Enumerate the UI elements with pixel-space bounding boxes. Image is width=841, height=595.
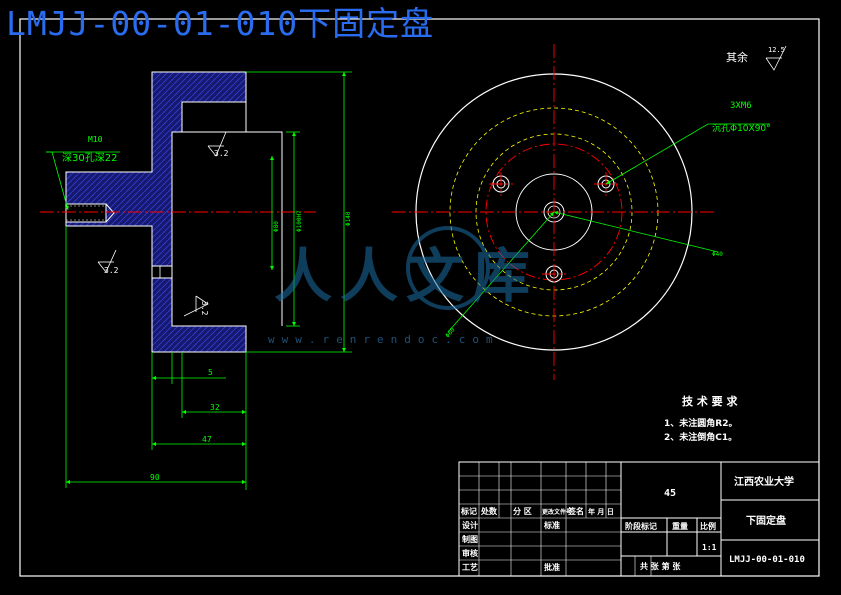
tb-date: 年 月 日 [588,507,614,516]
tech-requirements: 技 术 要 求 1、未注圆角R2。 2、未注倒角C1。 [664,394,738,443]
hole-callout: 3XM6 [730,101,752,111]
dim-dia-80: Φ80 [273,221,280,232]
dim-dia-40: Φ40 [712,251,723,258]
tech-item-1: 1、未注圆角R2。 [664,417,737,429]
watermark-logo-ring [406,226,490,310]
roughness-2: 3.2 [104,266,119,275]
tb-sheets: 共 张 第 张 [640,561,681,571]
tb-check: 审核 [462,548,478,558]
tb-marks: 标记 [460,506,477,516]
tb-part-name: 下固定盘 [746,514,786,527]
counterbore-outline [172,131,283,326]
dim-dia-100: Φ100H7 [296,210,303,232]
tb-ratio-value: 1:1 [702,543,717,552]
rest-roughness [765,45,787,71]
section-dimensions [46,71,352,490]
section-view: M10 深30孔深22 5 32 47 90 Φ80 Φ100H7 Φ140 3… [40,71,352,490]
tb-sign: 签名 [567,506,584,516]
rest-roughness-label: 其余 [726,50,748,64]
tb-drawing-number: LMJJ-00-01-010 [729,555,805,565]
tb-approve: 批准 [544,562,560,572]
tb-zone: 分 区 [513,506,532,516]
hole-leader [605,123,770,185]
tb-doc: 更改文件号 [542,508,572,516]
top-view: 3XM6 沉孔Φ10X90° Φ40 Φ60 其余 12.5 [392,44,787,380]
drawing-title: LMJJ-00-01-010下固定盘 [6,4,435,43]
dim-90: 90 [150,473,160,482]
tb-count: 处数 [480,506,498,516]
rest-roughness-value: 12.5 [768,46,785,54]
roughness-3: 3.2 [200,301,209,316]
tb-stage: 阶段标记 [625,521,657,531]
dim-47: 47 [202,435,212,444]
dim-depth-note: 深30孔深22 [62,152,117,164]
tb-school: 江西农业大学 [734,475,794,488]
tapped-hole [65,203,107,223]
tech-heading: 技 术 要 求 [682,394,738,408]
tb-ratio-label: 比例 [700,521,716,531]
roughness-symbols [97,131,227,317]
tb-draw: 制图 [462,534,478,544]
dia60-leader [447,211,555,333]
dim-32: 32 [210,403,220,412]
tb-standard: 标准 [543,520,560,530]
watermark-url: www.renrendoc.com [268,333,500,346]
watermark-text: 人人文库 [274,242,538,310]
dim-5: 5 [208,368,213,377]
dim-dia-140: Φ140 [345,211,352,226]
tb-design: 设计 [462,520,478,530]
title-block: 标记 处数 分 区 更改文件号 签名 年 月 日 设计 制图 审核 工艺 标准 … [458,461,820,577]
tech-item-2: 2、未注倒角C1。 [664,431,737,443]
dia40-leader [553,211,719,253]
tb-weight: 重量 [672,521,688,531]
dim-m10: M10 [88,135,103,144]
drawing-frame [19,18,820,577]
watermark: 人人文库 [274,226,538,310]
hole-note: 沉孔Φ10X90° [712,123,771,134]
tb-process: 工艺 [462,562,478,572]
tb-material: 45 [664,488,676,499]
roughness-1: 3.2 [214,149,229,158]
